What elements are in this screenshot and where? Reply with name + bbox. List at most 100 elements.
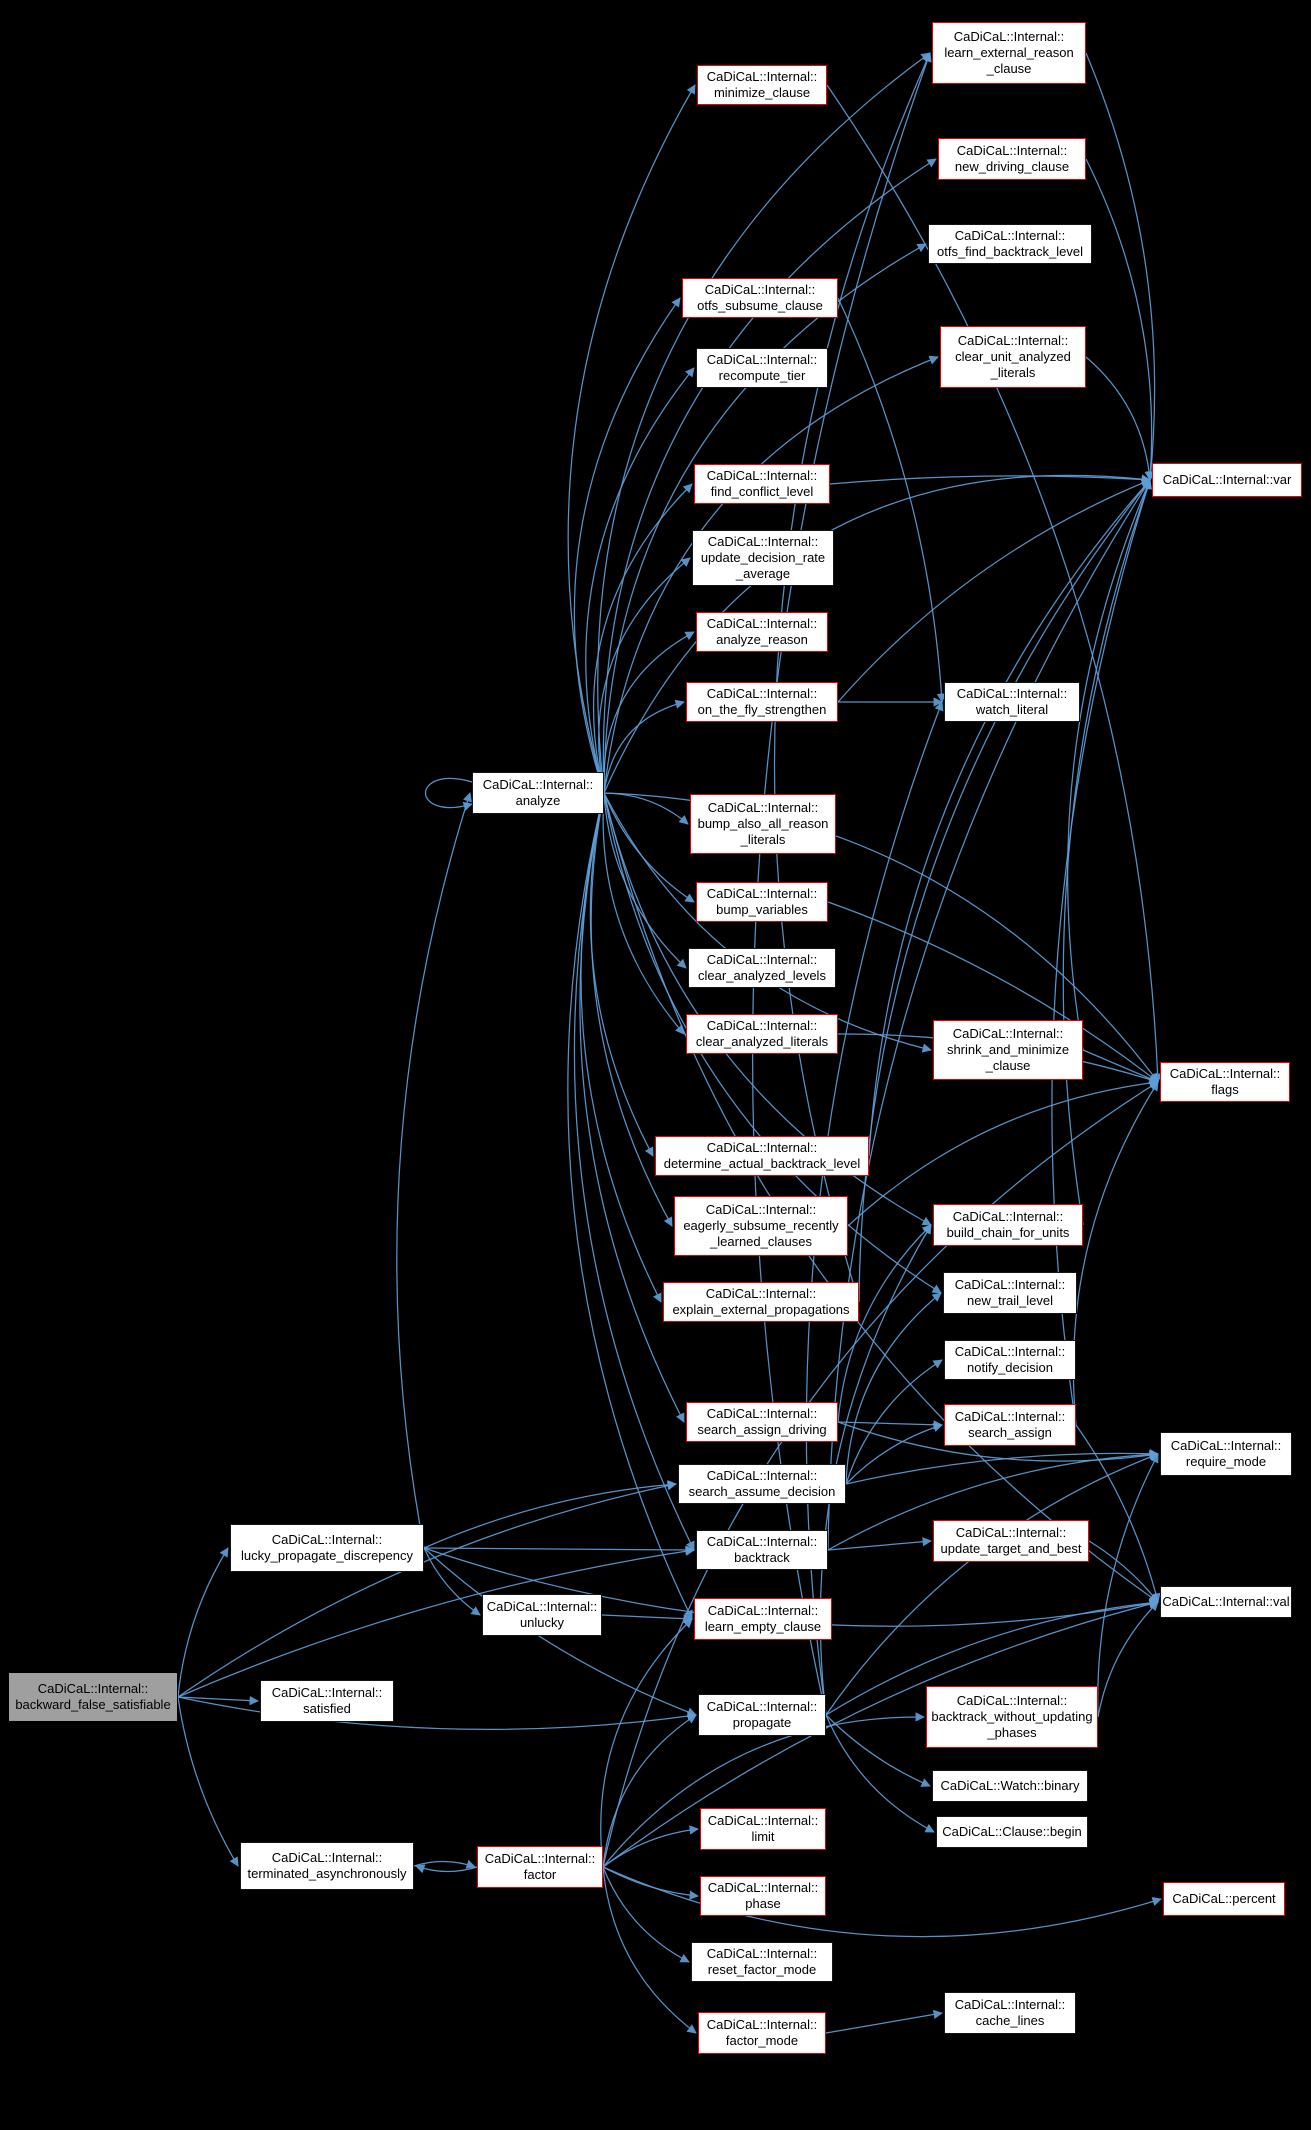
node-label-line: CaDiCaL::Internal::	[271, 1849, 383, 1865]
node-label-line: flags	[1211, 1082, 1239, 1097]
node-phase[interactable]: CaDiCaL::Internal::phase	[700, 1876, 826, 1916]
node-analyze[interactable]: CaDiCaL::Internal::analyze	[472, 772, 604, 814]
node-label-line: CaDiCaL::Internal::	[706, 615, 818, 631]
node-label-line: determine_actual_backtrack_level	[663, 1156, 861, 1171]
node-factor[interactable]: CaDiCaL::Internal::factor	[477, 1846, 603, 1888]
node-otfs_subsume_clause[interactable]: CaDiCaL::Internal::otfs_subsume_clause	[682, 278, 838, 318]
node-clear_unit_analyzed_literals[interactable]: CaDiCaL::Internal::clear_unit_analyzed_l…	[940, 326, 1086, 388]
node-label-line: eagerly_subsume_recently	[683, 1217, 839, 1233]
node-new_trail_level[interactable]: CaDiCaL::Internal::new_trail_level	[943, 1272, 1077, 1314]
node-label-line: CaDiCaL::Internal::	[271, 1684, 383, 1700]
node-terminated_asynchronously[interactable]: CaDiCaL::Internal::terminated_asynchrono…	[240, 1842, 414, 1890]
node-shrink_and_minimize_clause[interactable]: CaDiCaL::Internal::shrink_and_minimize_c…	[933, 1020, 1083, 1080]
node-label-line: satisfied	[303, 1701, 351, 1716]
edge-on_the_fly_strengthen-to-var	[837, 478, 1151, 703]
node-label-line: CaDiCaL::Internal::	[1170, 1437, 1282, 1453]
edge-lucky_propagate_discrepency-to-unlucky	[423, 1547, 481, 1616]
edge-analyze-to-on_the_fly_strengthen	[603, 699, 685, 794]
node-require_mode[interactable]: CaDiCaL::Internal::require_mode	[1160, 1432, 1292, 1476]
node-label-line: bump_also_all_reason	[697, 815, 829, 831]
edge-analyze-to-find_conflict_level	[592, 483, 693, 794]
edge-minimize_clause-to-flags	[826, 84, 1163, 1083]
node-search_assign_driving[interactable]: CaDiCaL::Internal::search_assign_driving	[686, 1402, 838, 1442]
node-limit[interactable]: CaDiCaL::Internal::limit	[700, 1808, 826, 1850]
node-watch_literal[interactable]: CaDiCaL::Internal::watch_literal	[944, 682, 1080, 722]
node-determine_actual_backtrack_level[interactable]: CaDiCaL::Internal::determine_actual_back…	[655, 1136, 869, 1176]
node-search_assign[interactable]: CaDiCaL::Internal::search_assign	[944, 1404, 1076, 1446]
node-clear_analyzed_levels[interactable]: CaDiCaL::Internal::clear_analyzed_levels	[688, 948, 836, 988]
node-update_target_and_best[interactable]: CaDiCaL::Internal::update_target_and_bes…	[933, 1520, 1089, 1562]
node-label-line: CaDiCaL::Internal::	[706, 951, 818, 967]
node-label-line: CaDiCaL::Internal::	[706, 1533, 818, 1549]
node-label-line: CaDiCaL::Internal::	[706, 467, 818, 483]
node-unlucky[interactable]: CaDiCaL::Internal::unlucky	[482, 1594, 602, 1636]
node-eagerly_subsume_recently_learned_clauses[interactable]: CaDiCaL::Internal::eagerly_subsume_recen…	[674, 1196, 848, 1256]
node-backtrack[interactable]: CaDiCaL::Internal::backtrack	[696, 1530, 828, 1570]
node-label-line: cache_lines	[975, 2013, 1045, 2028]
edge-propagate-to-val	[825, 1598, 1159, 1716]
node-flags[interactable]: CaDiCaL::Internal::flags	[1160, 1062, 1290, 1102]
edge-update_target_and_best-to-val	[1088, 1540, 1159, 1603]
node-label-line: learn_empty_clause	[704, 1619, 822, 1634]
node-label-line: CaDiCaL::Internal::	[704, 281, 816, 297]
edge-analyze-to-clear_analyzed_levels	[603, 792, 687, 969]
edge-search_assume_decision-to-search_assign	[845, 1423, 943, 1485]
node-backtrack_without_updating_phases[interactable]: CaDiCaL::Internal::backtrack_without_upd…	[926, 1686, 1098, 1748]
edge-analyze-to-update_decision_rate_average	[598, 557, 691, 794]
edge-lucky_propagate_discrepency-to-backtrack	[423, 1545, 695, 1555]
node-label-line: CaDiCaL::Clause::begin	[942, 1823, 1082, 1839]
node-label-line: CaDiCaL::Internal::	[956, 142, 1068, 158]
node-learn_empty_clause[interactable]: CaDiCaL::Internal::learn_empty_clause	[694, 1598, 832, 1640]
node-build_chain_for_units[interactable]: CaDiCaL::Internal::build_chain_for_units	[933, 1204, 1083, 1246]
node-on_the_fly_strengthen[interactable]: CaDiCaL::Internal::on_the_fly_strengthen	[686, 682, 838, 722]
edge-backtrack_without_updating_phases-to-val	[1097, 1601, 1159, 1718]
edge-analyze-to-analyze_reason	[603, 631, 695, 794]
edge-unlucky-to-learn_empty_clause	[601, 1613, 693, 1624]
node-learn_external_reason_clause[interactable]: CaDiCaL::Internal::learn_external_reason…	[932, 22, 1086, 84]
node-new_driving_clause[interactable]: CaDiCaL::Internal::new_driving_clause	[938, 138, 1086, 180]
edge-factor_mode-to-cache_lines	[825, 2009, 943, 2034]
edge-explain_external_propagations-to-learn_external_reason_clause	[773, 52, 931, 1303]
node-label-line: CaDiCaL::Internal::	[954, 1276, 1066, 1292]
node-label-line: update_decision_rate	[700, 549, 826, 565]
node-reset_factor_mode[interactable]: CaDiCaL::Internal::reset_factor_mode	[691, 1942, 833, 1982]
node-label-line: otfs_subsume_clause	[697, 298, 823, 313]
node-find_conflict_level[interactable]: CaDiCaL::Internal::find_conflict_level	[694, 464, 830, 504]
edge-lucky_propagate_discrepency-to-search_assume_decision	[423, 1480, 677, 1549]
node-lucky_propagate_discrepency[interactable]: CaDiCaL::Internal::lucky_propagate_discr…	[230, 1524, 424, 1572]
node-satisfied[interactable]: CaDiCaL::Internal::satisfied	[260, 1680, 394, 1722]
node-cache_lines[interactable]: CaDiCaL::Internal::cache_lines	[944, 1992, 1076, 2034]
edge-backward_false_satisfiable-to-lucky_propagate_discrepency	[177, 1547, 229, 1698]
node-notify_decision[interactable]: CaDiCaL::Internal::notify_decision	[944, 1340, 1076, 1380]
edge-analyze-to-eagerly_subsume_recently_learned_clauses	[590, 792, 673, 1227]
node-recompute_tier[interactable]: CaDiCaL::Internal::recompute_tier	[696, 348, 828, 388]
node-search_assume_decision[interactable]: CaDiCaL::Internal::search_assume_decisio…	[678, 1464, 846, 1504]
node-analyze_reason[interactable]: CaDiCaL::Internal::analyze_reason	[696, 612, 828, 652]
node-clause_begin[interactable]: CaDiCaL::Clause::begin	[936, 1816, 1088, 1848]
edge-analyze-to-clear_analyzed_literals	[602, 792, 685, 1035]
node-explain_external_propagations[interactable]: CaDiCaL::Internal::explain_external_prop…	[663, 1282, 859, 1322]
node-otfs_find_backtrack_level[interactable]: CaDiCaL::Internal::otfs_find_backtrack_l…	[928, 224, 1092, 264]
node-label-line: CaDiCaL::Internal::	[706, 1698, 818, 1714]
node-label-line: CaDiCaL::Internal::	[705, 1201, 817, 1217]
node-label-line: backtrack	[734, 1550, 790, 1565]
node-watch_binary[interactable]: CaDiCaL::Watch::binary	[932, 1770, 1088, 1802]
edge-analyze-to-otfs_find_backtrack_level	[603, 243, 927, 794]
node-bump_also_all_reason_literals[interactable]: CaDiCaL::Internal::bump_also_all_reason_…	[690, 794, 836, 854]
node-val[interactable]: CaDiCaL::Internal::val	[1160, 1586, 1292, 1618]
node-label-line: factor	[523, 1867, 557, 1882]
node-percent[interactable]: CaDiCaL::percent	[1163, 1882, 1285, 1916]
node-var[interactable]: CaDiCaL::Internal::var	[1152, 463, 1302, 497]
node-label-line: bump_variables	[716, 902, 808, 917]
node-factor_mode[interactable]: CaDiCaL::Internal::factor_mode	[698, 2012, 826, 2054]
node-label-line: CaDiCaL::Internal::	[957, 332, 1069, 348]
edge-analyze-to-determine_actual_backtrack_level	[589, 792, 654, 1157]
node-minimize_clause[interactable]: CaDiCaL::Internal::minimize_clause	[697, 65, 827, 105]
node-label-line: CaDiCaL::Internal::var	[1162, 471, 1292, 487]
node-propagate[interactable]: CaDiCaL::Internal::propagate	[698, 1694, 826, 1736]
node-clear_analyzed_literals[interactable]: CaDiCaL::Internal::clear_analyzed_litera…	[686, 1014, 838, 1054]
node-label-line: phase	[745, 1896, 781, 1911]
node-bump_variables[interactable]: CaDiCaL::Internal::bump_variables	[696, 882, 828, 922]
node-update_decision_rate_average[interactable]: CaDiCaL::Internal::update_decision_rate_…	[692, 530, 834, 586]
